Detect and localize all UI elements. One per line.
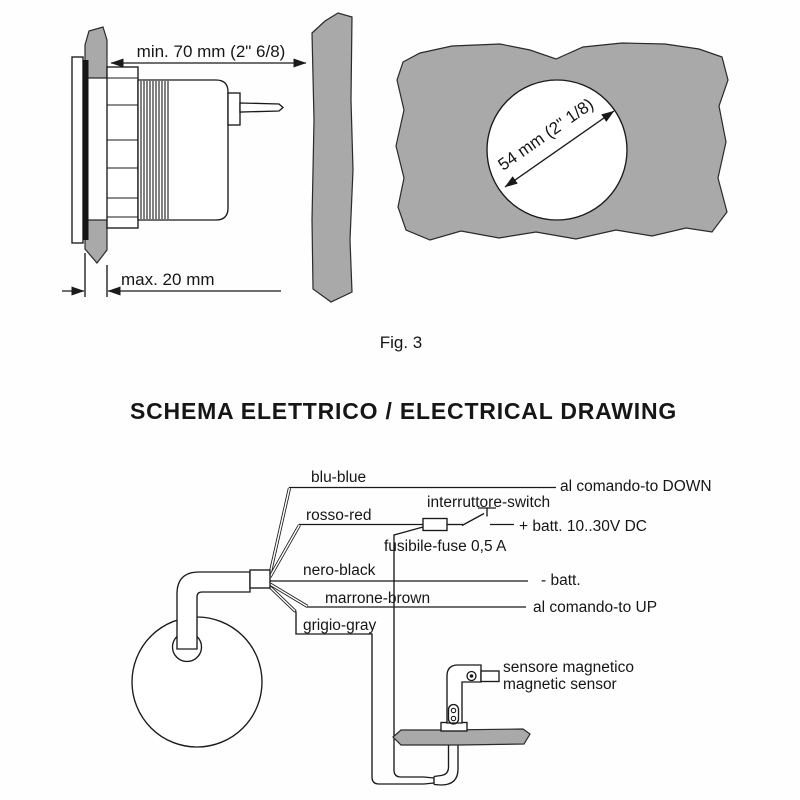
- sensor-cable: [423, 745, 459, 786]
- dest-label-down: al comando-to DOWN: [560, 478, 712, 495]
- wire-fan: [268, 487, 309, 613]
- gauge-cable-tube: [176, 571, 251, 650]
- fuse-label: fusibile-fuse 0,5 A: [384, 538, 507, 555]
- sensor-probe: [480, 670, 500, 683]
- battery-positive-label: + batt. 10..30V DC: [519, 518, 647, 535]
- rear-connector-stub: [227, 92, 241, 126]
- magnetic-sensor-bracket: [446, 664, 500, 725]
- dest-label-up: al comando-to UP: [533, 599, 657, 616]
- panel-thickness-dimension: max. 20 mm: [62, 253, 281, 297]
- rear-wall-panel: [311, 12, 354, 303]
- sensor-label-english: magnetic sensor: [503, 676, 617, 693]
- spinlock-bracket: [106, 66, 139, 229]
- sensor-screw-center: [469, 674, 474, 678]
- mount-panel-bottom: [84, 219, 108, 264]
- switch-symbol: [447, 507, 514, 527]
- sensor-supply-line: [393, 526, 424, 778]
- sensor-mounting-plate: [392, 728, 531, 746]
- sensor-label-italian: sensore magnetico: [503, 659, 634, 676]
- gauge-body: [137, 79, 285, 221]
- battery-negative-label: - batt.: [541, 572, 581, 589]
- wire-label-red: rosso-red: [306, 507, 371, 524]
- gauge-front-rim: [71, 56, 84, 244]
- wire-label-gray: grigio-gray: [303, 617, 376, 634]
- section-heading: SCHEMA ELETTRICO / ELECTRICAL DRAWING: [130, 398, 677, 424]
- panel-thickness-label: max. 20 mm: [121, 270, 215, 289]
- wire-label-brown: marrone-brown: [325, 590, 430, 607]
- sensor-screw: [466, 670, 477, 682]
- fig3-panel-cutout-drawing: 54 mm (2" 1/8): [395, 42, 729, 241]
- depth-dimension: min. 70 mm (2" 6/8): [110, 42, 307, 68]
- fig3-side-view-drawing: min. 70 mm (2" 6/8) max. 20 mm: [62, 12, 354, 303]
- rear-wire: [239, 102, 285, 113]
- electrical-schematic: blu-blue al comando-to DOWN rosso-red in…: [131, 469, 712, 786]
- switch-label: interruttore-switch: [427, 494, 550, 511]
- gauge-connector: [249, 569, 271, 589]
- gauge-front-face: [83, 60, 89, 240]
- figure-caption: Fig. 3: [380, 333, 423, 352]
- fuse-symbol: [422, 517, 448, 532]
- bracket-slot: [447, 703, 460, 725]
- wire-label-blue: blu-blue: [311, 469, 366, 486]
- wire-label-black: nero-black: [303, 562, 376, 579]
- depth-dimension-label: min. 70 mm (2" 6/8): [137, 42, 286, 61]
- wire-gray-line: [294, 610, 424, 785]
